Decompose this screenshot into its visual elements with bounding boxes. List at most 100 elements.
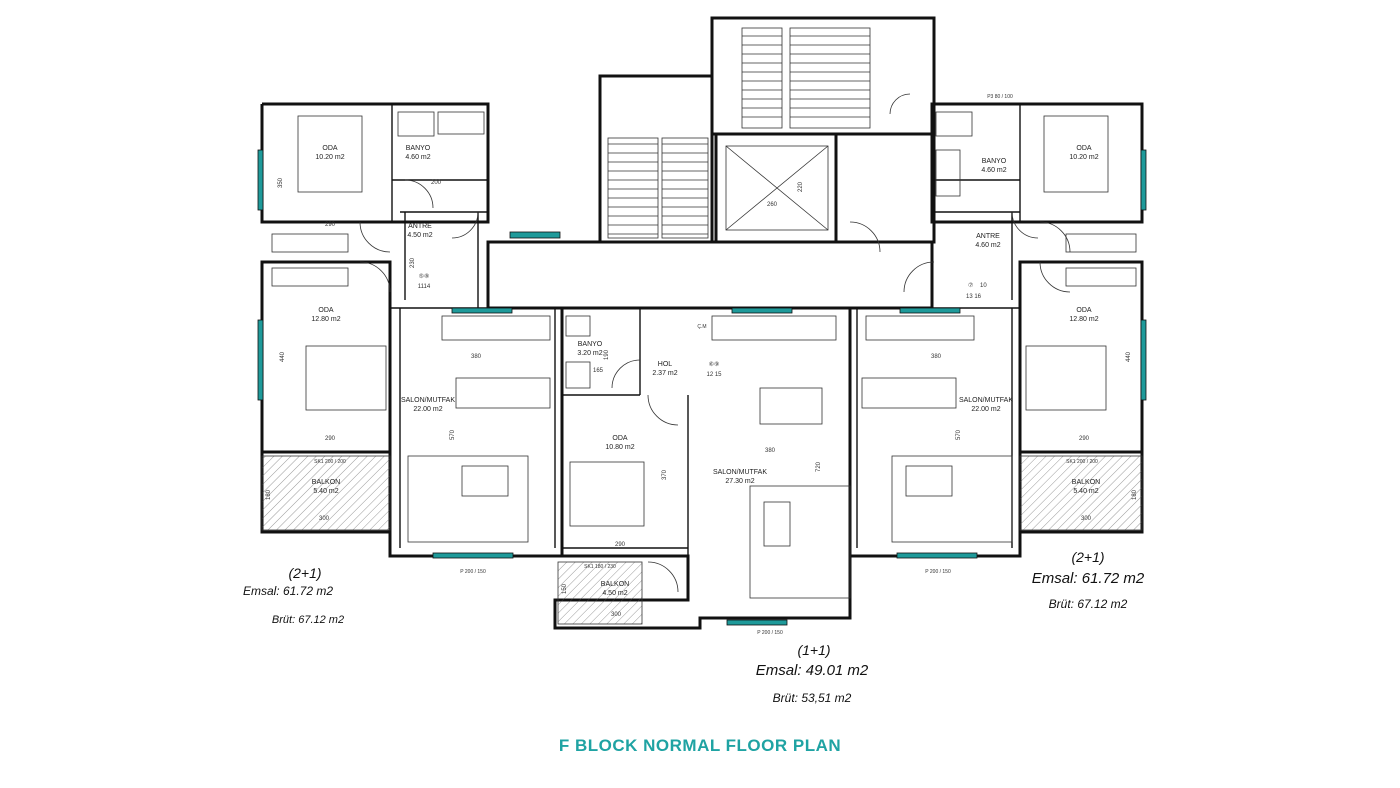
dimension-label: 290: [325, 436, 336, 442]
unit-summary-center: (1+1) Emsal: 49.01 m2 Brüt: 53,51 m2: [756, 642, 869, 705]
elevator-shaft: [725, 145, 829, 231]
dimension-label: 300: [319, 516, 330, 522]
room-area: 10.20 m2: [315, 154, 344, 161]
balcony-left-hatch: [261, 455, 391, 531]
room-name: SALON/MUTFAK: [713, 469, 767, 476]
room-name: HOL: [658, 361, 673, 368]
unit-brut-area: Brüt: 67.12 m2: [1049, 597, 1128, 611]
room-area: 12.80 m2: [311, 316, 340, 323]
room-area: 2.37 m2: [652, 370, 677, 377]
dimension-label: 300: [611, 612, 622, 618]
unit-summary-left: (2+1) Emsal: 61.72 m2 Brüt: 67.12 m2: [243, 565, 344, 626]
unit-type-label: (2+1): [1071, 549, 1104, 565]
room-area: 5.40 m2: [1073, 488, 1098, 495]
room-name: BALKON: [1072, 479, 1100, 486]
door-numbers: ⑤⑧ 1114 ⑥⑨ 12 15 ⑦ 10 13 16: [418, 273, 988, 378]
door-number-circled: ⑦: [968, 282, 973, 289]
furniture: [297, 111, 1109, 599]
room-area: 22.00 m2: [413, 406, 442, 413]
dimension-label: 150: [562, 583, 568, 594]
balcony-right-hatch: [1019, 455, 1143, 531]
chimney-label: Ç.M: [697, 324, 706, 330]
dimension-label: 260: [767, 202, 778, 208]
room-name: ODA: [612, 435, 628, 442]
dimension-label: 290: [325, 222, 336, 228]
door-number: 1114: [418, 284, 431, 290]
outer-walls: [260, 16, 1144, 630]
dimension-label: 370: [662, 469, 668, 480]
dimension-label: 720: [816, 461, 822, 472]
room-area: 10.80 m2: [605, 444, 634, 451]
dimension-label: 380: [765, 448, 776, 454]
room-name: ODA: [318, 307, 334, 314]
dimension-label: 200: [431, 180, 442, 186]
unit-summary-right: (2+1) Emsal: 61.72 m2 Brüt: 67.12 m2: [1032, 549, 1145, 611]
windows: [257, 149, 1147, 626]
unit-brut-area: Brüt: 53,51 m2: [773, 691, 852, 705]
unit-emsal-area: Emsal: 61.72 m2: [243, 584, 333, 598]
window-spec-note: P 200 / 150: [460, 569, 486, 575]
dimension-label: 350: [278, 177, 284, 188]
room-area: 4.60 m2: [975, 242, 1000, 249]
room-area: 22.00 m2: [971, 406, 1000, 413]
room-name: SALON/MUTFAK: [401, 397, 455, 404]
room-area: 4.50 m2: [602, 590, 627, 597]
window-spec-note: SK1 200 / 200: [1066, 459, 1098, 465]
room-name: BANYO: [578, 341, 603, 348]
door-number: 12 15: [706, 372, 722, 378]
door-number-circled: ⑤⑧: [419, 273, 430, 280]
room-name: ODA: [1076, 307, 1092, 314]
window-spec-note: SK1 200 / 200: [314, 459, 346, 465]
dimension-label: 300: [1081, 516, 1092, 522]
room-name: BANYO: [982, 158, 1007, 165]
room-area: 4.50 m2: [407, 232, 432, 239]
dimension-label: 290: [1079, 436, 1090, 442]
annotations: P 200 / 150 P 200 / 150 P 200 / 150 SK1 …: [314, 94, 1098, 636]
dimension-label: 440: [280, 351, 286, 362]
room-name: ODA: [1076, 145, 1092, 152]
interior-walls: [390, 104, 1021, 556]
dimension-label: 180: [266, 489, 272, 500]
stair-steps: [608, 35, 870, 235]
door-number-circled: ⑥⑨: [709, 361, 720, 368]
unit-emsal-area: Emsal: 61.72 m2: [1032, 570, 1145, 587]
room-name: ANTRE: [976, 233, 1000, 240]
room-name: BALKON: [312, 479, 340, 486]
room-area: 5.40 m2: [313, 488, 338, 495]
window-spec-note: P 200 / 150: [757, 630, 783, 636]
dimension-label: 570: [450, 429, 456, 440]
staircase: [607, 27, 871, 239]
wardrobes: [271, 233, 1137, 287]
room-name: BALKON: [601, 581, 629, 588]
dimension-label: 380: [471, 354, 482, 360]
dimension-label: 180: [1132, 489, 1138, 500]
room-name: ODA: [322, 145, 338, 152]
room-name: BANYO: [406, 145, 431, 152]
dimension-label: 440: [1126, 351, 1132, 362]
room-name: ANTRE: [408, 223, 432, 230]
room-area: 27.30 m2: [725, 478, 754, 485]
unit-type-label: (2+1): [288, 565, 321, 581]
window-spec-note: P 200 / 150: [925, 569, 951, 575]
unit-emsal-area: Emsal: 49.01 m2: [756, 662, 869, 679]
unit-brut-area: Brüt: 67.12 m2: [272, 614, 344, 626]
room-area: 12.80 m2: [1069, 316, 1098, 323]
room-area: 4.60 m2: [405, 154, 430, 161]
door-number: 10: [980, 283, 987, 289]
dimension-label: 290: [615, 542, 626, 548]
dimension-label: 190: [604, 349, 610, 360]
door-swings: [359, 93, 1071, 593]
room-area: 4.60 m2: [981, 167, 1006, 174]
dimension-label: 570: [956, 429, 962, 440]
door-number: 13 16: [966, 294, 982, 300]
window-spec-note: SK1 180 / 230: [584, 564, 616, 570]
window-spec-note: P3 80 / 100: [987, 94, 1013, 100]
dimension-label: 380: [931, 354, 942, 360]
room-labels: ODA 10.20 m2 BANYO 4.60 m2 ANTRE 4.50 m2…: [311, 145, 1100, 597]
dimension-labels: 290 350 200 230 290 440 380 290 180 300 …: [266, 177, 1138, 618]
room-area: 3.20 m2: [577, 350, 602, 357]
balcony-center-hatch: [557, 561, 643, 625]
dimension-label: 230: [410, 257, 416, 268]
dimension-label: 165: [593, 368, 604, 374]
